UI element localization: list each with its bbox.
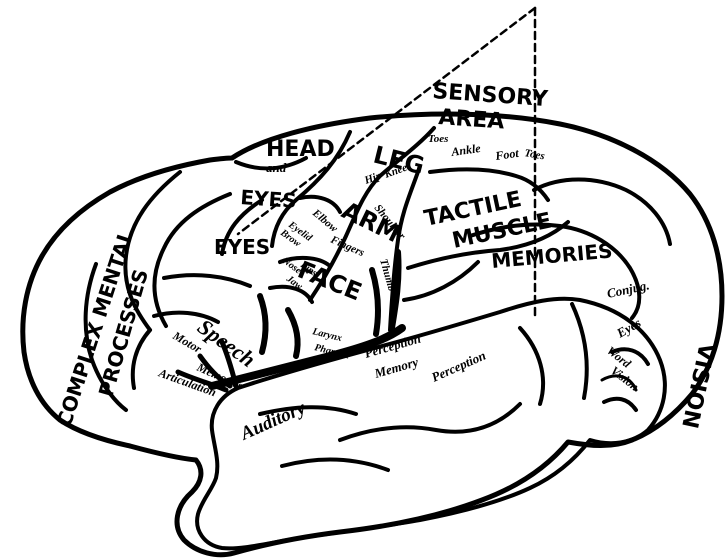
label-head: HEAD: [266, 137, 335, 162]
label-foot: Foot: [493, 146, 520, 163]
label-eyes-right: Eyes: [613, 315, 643, 341]
label-vision: VISION: [676, 341, 718, 431]
label-auditory: Auditory: [237, 397, 310, 445]
diagram-labels: SENSORY AREA HEAD and EYES EYES LEG Toes…: [52, 79, 719, 445]
label-toes-1: Toes: [428, 133, 448, 145]
label-memories: MEMORIES: [490, 238, 613, 272]
label-eyes-left: EYES: [214, 235, 270, 259]
label-conjug: Conjug.: [606, 277, 651, 301]
label-hip: Hip: [362, 170, 384, 188]
label-eyes-top: EYES: [240, 185, 298, 213]
label-ankle: Ankle: [449, 141, 482, 159]
label-toes-2: Toes: [523, 147, 545, 162]
label-area: AREA: [438, 105, 506, 135]
label-and: and: [266, 160, 287, 175]
label-face: FACE: [294, 256, 366, 307]
label-memory: Memory: [372, 354, 420, 381]
label-elbow: Elbow: [309, 206, 340, 235]
label-perception-2: Perception: [429, 348, 488, 385]
